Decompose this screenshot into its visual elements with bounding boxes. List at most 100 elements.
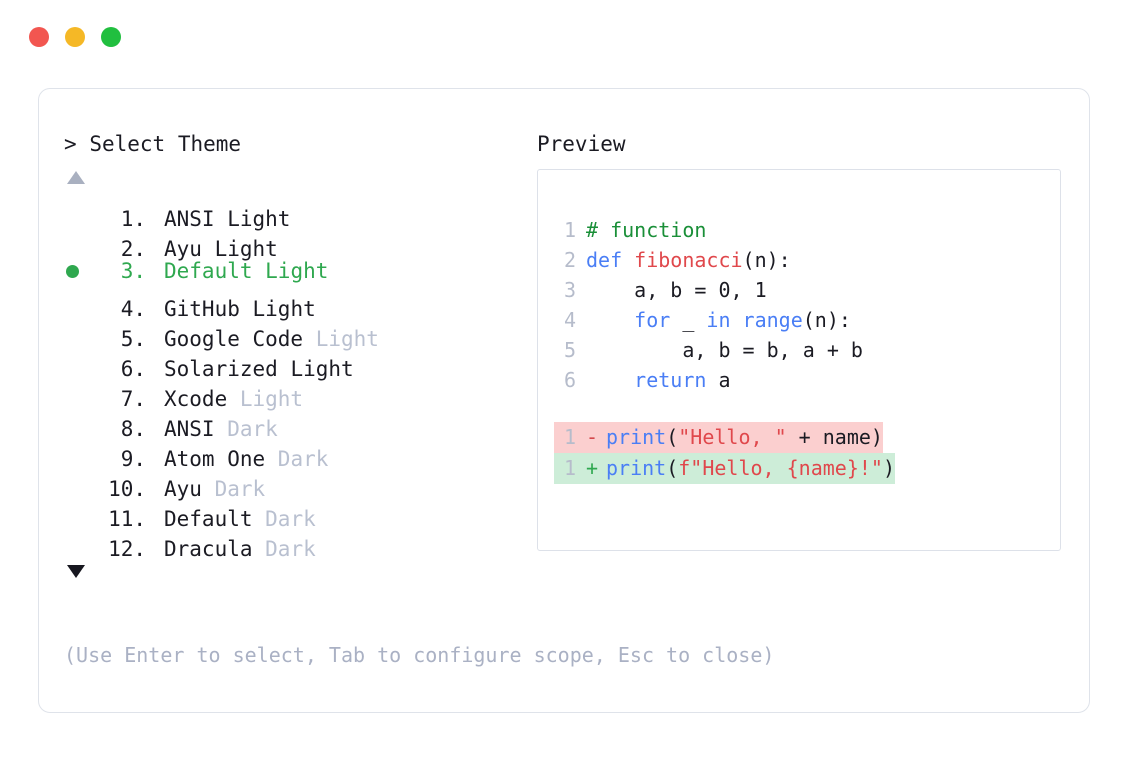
theme-item-name: Default — [164, 507, 266, 531]
theme-item-name: Ayu — [164, 237, 215, 261]
code-line-number: 4 — [563, 308, 576, 332]
selection-bullet-cell — [64, 406, 100, 436]
theme-list-item[interactable]: 2. Ayu Light — [64, 226, 534, 261]
code-line-text: def fibonacci(n): — [586, 245, 791, 275]
theme-item-gap — [146, 414, 164, 444]
theme-list-item[interactable]: 3. Default Light — [64, 256, 534, 286]
code-token-plain: (n): — [802, 308, 851, 332]
code-token-builtin: print — [606, 425, 667, 449]
theme-item-variant: Light — [265, 259, 329, 283]
theme-item-gap — [146, 474, 164, 504]
code-token-plain — [586, 368, 634, 392]
theme-item-number: 6. — [120, 357, 146, 381]
diff-line-number: 1 — [563, 425, 576, 449]
theme-item-number: 2. — [120, 237, 146, 261]
selection-bullet-cell — [64, 526, 100, 556]
theme-item-gap — [146, 324, 164, 354]
theme-item-name: Ayu — [164, 477, 215, 501]
code-token-plain: a, b = 0, 1 — [586, 278, 767, 302]
theme-list-item[interactable]: 5. Google Code Light — [64, 316, 534, 351]
theme-list-item[interactable]: 4. GitHub Light — [64, 286, 534, 321]
theme-list-item[interactable]: 8. ANSI Dark — [64, 406, 534, 441]
code-line-number: 6 — [563, 368, 576, 392]
theme-item-gap — [146, 294, 164, 324]
close-window-button[interactable] — [29, 27, 49, 47]
theme-item-variant: Dark — [265, 537, 316, 561]
code-token-kw: return — [634, 368, 707, 392]
selection-bullet-cell — [64, 376, 100, 406]
code-token-builtin: in range — [706, 308, 803, 332]
theme-item-variant: Light — [315, 327, 379, 351]
theme-list-item[interactable]: 6. Solarized Light — [64, 346, 534, 381]
theme-item-number: 12. — [108, 537, 146, 561]
selection-bullet-cell — [64, 196, 100, 226]
theme-item-number: 1. — [120, 207, 146, 231]
selected-bullet-icon — [66, 265, 79, 278]
theme-list-item[interactable]: 9. Atom One Dark — [64, 436, 534, 471]
theme-list-item[interactable]: 11. Default Dark — [64, 496, 534, 531]
selection-bullet-cell — [64, 226, 100, 256]
scroll-up-icon[interactable] — [67, 171, 85, 184]
page-title: Select Theme — [89, 132, 242, 156]
theme-item-name: ANSI — [164, 417, 228, 441]
theme-list-item[interactable]: 10. Ayu Dark — [64, 466, 534, 501]
code-token-fn: fibonacci — [634, 248, 743, 272]
code-line: 5 a, b = b, a + b — [554, 335, 1060, 365]
selection-bullet-cell — [64, 496, 100, 526]
code-token-plain: ) — [882, 456, 896, 480]
theme-item-name: Atom One — [164, 447, 278, 471]
selection-bullet-cell — [64, 346, 100, 376]
preview-heading: Preview — [537, 132, 626, 156]
theme-item-number: 10. — [108, 477, 146, 501]
theme-item-gap — [146, 354, 164, 384]
keyboard-hint: (Use Enter to select, Tab to configure s… — [64, 643, 775, 667]
selection-bullet-cell — [64, 466, 100, 496]
code-token-plain — [586, 308, 634, 332]
code-line-text: # function — [586, 215, 706, 245]
code-line: 4 for _ in range(n): — [554, 305, 1060, 335]
scroll-down-icon[interactable] — [67, 565, 85, 578]
theme-item-variant: Dark — [227, 417, 278, 441]
theme-item-variant: Light — [214, 237, 278, 261]
theme-item-name: GitHub — [164, 297, 253, 321]
theme-item-name: Google Code — [164, 327, 316, 351]
selection-bullet-cell — [64, 257, 100, 287]
theme-list-item[interactable]: 12. Dracula Dark — [64, 526, 534, 561]
prompt-line: > Select Theme — [64, 131, 534, 157]
diff-sign-icon: - — [586, 425, 599, 449]
minimize-window-button[interactable] — [65, 27, 85, 47]
theme-item-variant: Light — [239, 387, 304, 411]
theme-item-gap — [146, 256, 164, 286]
theme-item-number: 8. — [120, 417, 146, 441]
code-token-plain: _ — [670, 308, 707, 332]
code-line: 3 a, b = 0, 1 — [554, 275, 1060, 305]
code-token-kw: def — [586, 248, 635, 272]
code-token-kw: for — [634, 308, 671, 332]
code-line-text: for _ in range(n): — [586, 305, 851, 335]
theme-item-gap — [146, 444, 164, 474]
theme-list-item[interactable]: 7. Xcode Light — [64, 376, 534, 411]
theme-item-gap — [146, 384, 164, 414]
code-line-number: 3 — [563, 278, 576, 302]
code-line-number: 1 — [563, 218, 576, 242]
diff-sign-icon: + — [586, 456, 599, 480]
theme-list-item[interactable]: 1. ANSI Light — [64, 196, 534, 231]
code-token-str: f"Hello, {name}!" — [678, 456, 883, 480]
code-line-number: 2 — [563, 248, 576, 272]
maximize-window-button[interactable] — [101, 27, 121, 47]
code-token-builtin: print — [606, 456, 667, 480]
code-line: 1 # function — [554, 215, 1060, 245]
theme-item-name: Solarized — [164, 357, 291, 381]
theme-item-gap — [146, 504, 164, 534]
theme-item-variant: Dark — [214, 477, 266, 501]
code-line-text: a, b = b, a + b — [586, 335, 863, 365]
code-token-plain: a — [706, 368, 731, 392]
theme-item-name: Xcode — [164, 387, 240, 411]
selection-bullet-cell — [64, 316, 100, 346]
theme-item-variant: Light — [290, 357, 354, 381]
